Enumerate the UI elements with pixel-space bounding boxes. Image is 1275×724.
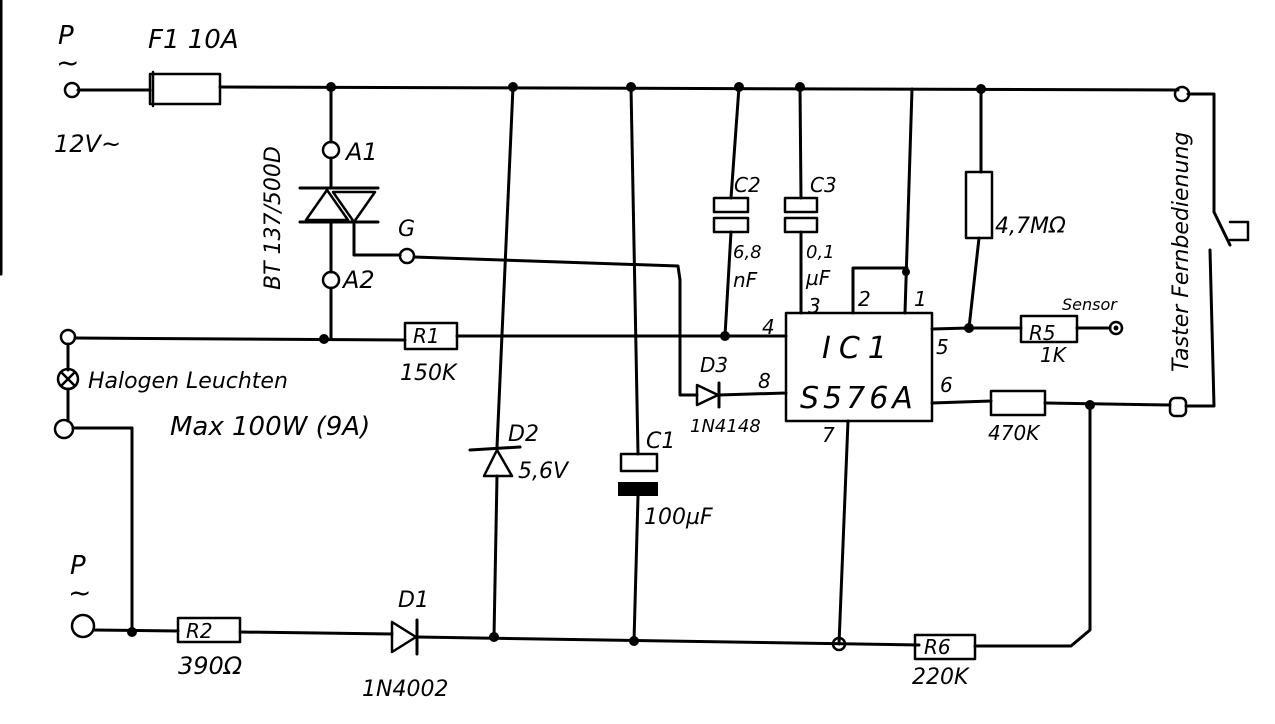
tilde-top: ~ [56, 46, 79, 79]
ic-pin7: 7 [822, 423, 835, 447]
c3-value-a: 0,1 [806, 242, 835, 263]
supply-label: 12V~ [54, 130, 121, 158]
fuse-f1 [148, 72, 222, 106]
resistor-4m7 [964, 87, 994, 330]
lamp-label: Halogen Leuchten [88, 369, 288, 394]
triac-a2-label: A2 [341, 266, 375, 294]
sensor-terminal [1108, 320, 1124, 336]
ic1-type: S576A [800, 381, 917, 416]
terminal-phase-bottom [70, 613, 96, 639]
r6-value: 220K [912, 665, 970, 690]
r6-name: R6 [924, 635, 951, 659]
d1-name: D1 [398, 588, 429, 613]
capacitor-c2 [712, 85, 750, 338]
r2-name: R2 [186, 619, 213, 643]
d3-value: 1N4148 [690, 416, 761, 437]
resistor-r4 [989, 389, 1047, 417]
c3-value-b: µF [805, 266, 831, 290]
junction-dot [319, 334, 329, 344]
triac-type-label: BT 137/500D [261, 146, 286, 290]
r5-name: R5 [1029, 321, 1056, 345]
diode-d3 [678, 278, 788, 409]
c2-value-b: nF [733, 268, 758, 292]
d2-value: 5,6V [518, 459, 570, 484]
triac-a1-label: A1 [344, 138, 378, 166]
ic-pin6: 6 [940, 373, 953, 397]
zener-d2 [468, 85, 522, 639]
r2-value: 390Ω [178, 652, 243, 680]
c3-name: C3 [810, 173, 837, 197]
ic1-name: IC1 [822, 331, 895, 366]
junction-dot [902, 268, 910, 276]
c1-value: 100µF [644, 505, 713, 530]
d1-value: 1N4002 [362, 677, 448, 702]
r1-value: 150K [400, 361, 458, 386]
r4-value: 470K [988, 421, 1041, 445]
fuse-label: F1 10A [148, 25, 239, 55]
capacitor-c3 [783, 85, 819, 315]
ic1-body [784, 311, 934, 423]
d3-name: D3 [700, 353, 728, 377]
phase-bottom-label: P [70, 551, 86, 581]
tilde-bottom: ~ [68, 576, 91, 609]
resistor-r2 [176, 616, 242, 644]
capacitor-c1 [618, 85, 659, 643]
junction-dot [127, 627, 137, 637]
lamp-symbol [56, 342, 80, 423]
triac-t1 [298, 85, 682, 340]
diode-d1 [390, 618, 419, 656]
ic-pin4: 4 [762, 315, 775, 339]
r1-name: R1 [413, 324, 440, 348]
taster-switch [1168, 85, 1250, 418]
top-rail [76, 85, 1180, 92]
phase-top-label: P [58, 21, 74, 51]
lamp-max-label: Max 100W (9A) [170, 412, 370, 442]
r5-value: 1K [1040, 343, 1068, 367]
ic-pin3: 3 [808, 294, 821, 318]
terminal-lamp-a [59, 328, 77, 346]
taster-label: Taster Fernbedienung [1169, 132, 1194, 372]
ic-pin8: 8 [758, 369, 771, 393]
ic-pin5: 5 [936, 335, 949, 359]
junction-dot [1085, 400, 1095, 410]
ic-pin2: 2 [858, 287, 871, 311]
terminal-phase-top [63, 81, 81, 99]
sensor-label: Sensor [1062, 295, 1118, 314]
c2-value-a: 6,8 [733, 242, 762, 263]
d2-name: D2 [508, 422, 539, 447]
resistor-4m7-label: 4,7MΩ [995, 214, 1066, 239]
ic-pin1: 1 [914, 287, 927, 311]
c1-name: C1 [646, 429, 675, 454]
terminal-lamp-b [53, 418, 75, 440]
triac-gate-label: G [398, 217, 415, 242]
c2-name: C2 [734, 173, 761, 197]
